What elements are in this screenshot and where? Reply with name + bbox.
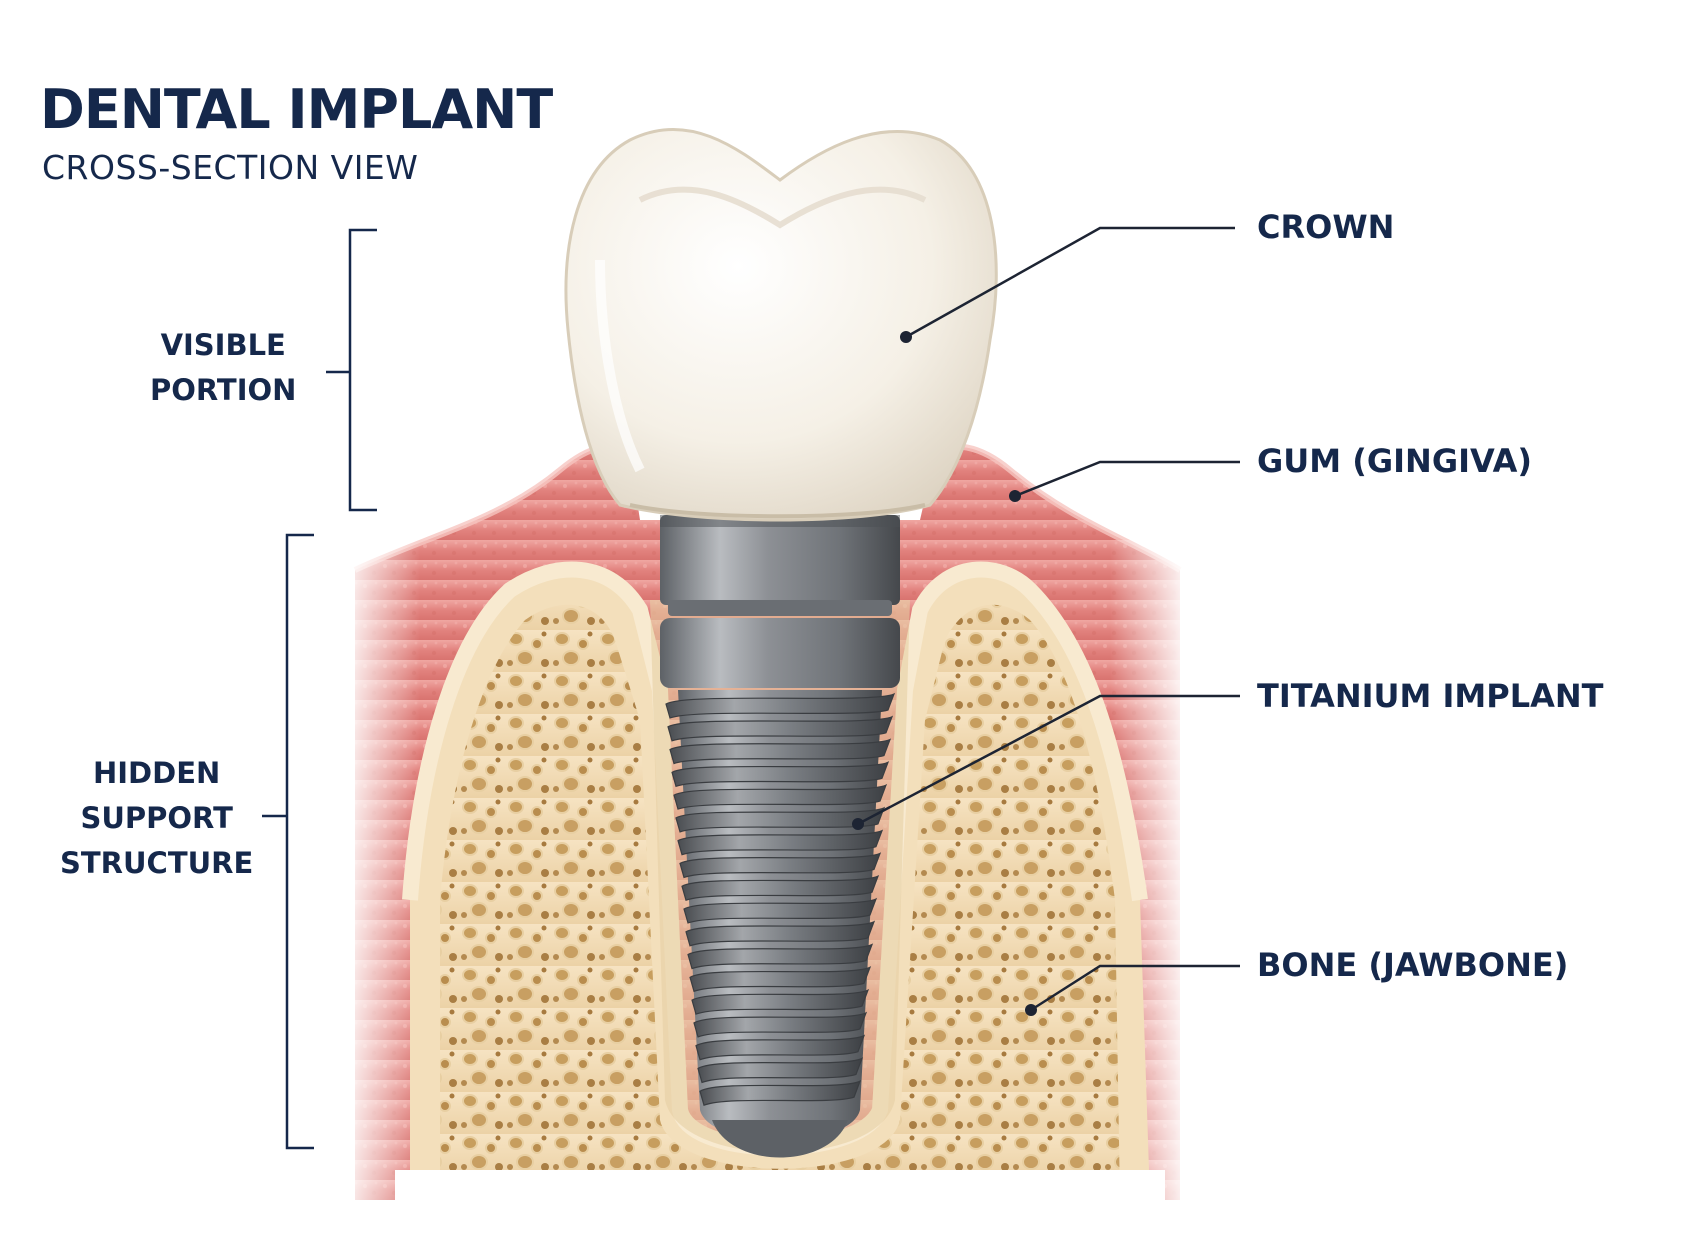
- screw-thread: [669, 738, 892, 765]
- screw-thread: [685, 920, 876, 947]
- abutment: [660, 515, 900, 688]
- visible-portion-bracket: [326, 228, 377, 512]
- bone-label: BONE (JAWBONE): [1257, 946, 1569, 984]
- screw-thread: [675, 806, 886, 833]
- screw-thread: [697, 1057, 864, 1084]
- screw-thread: [689, 966, 872, 993]
- page-subtitle: CROSS-SECTION VIEW: [42, 148, 419, 187]
- page-title: DENTAL IMPLANT: [40, 78, 553, 141]
- screw-tip: [712, 1120, 848, 1158]
- screw-thread: [683, 897, 878, 924]
- screw-thread: [699, 1080, 862, 1107]
- screw-thread: [667, 715, 894, 742]
- screw-thread: [695, 1034, 866, 1061]
- titanium-screw: [665, 690, 896, 1158]
- screw-thread: [665, 692, 896, 719]
- screw-thread: [677, 829, 884, 856]
- visible-portion-label: VISIBLE PORTION: [150, 323, 296, 413]
- screw-thread: [671, 761, 890, 788]
- hidden-support-label: HIDDEN SUPPORT STRUCTURE: [60, 751, 253, 886]
- hidden-support-line-1: HIDDEN: [93, 756, 221, 790]
- screw-thread: [673, 783, 888, 810]
- screw-thread: [693, 1011, 868, 1038]
- implant-label: TITANIUM IMPLANT: [1257, 677, 1604, 715]
- hidden-support-bracket: [262, 533, 314, 1150]
- crown-label: CROWN: [1257, 208, 1395, 246]
- visible-portion-line-1: VISIBLE: [160, 328, 286, 362]
- screw-thread: [687, 943, 874, 970]
- leader-lines: [857, 226, 1240, 1012]
- gum-label: GUM (GINGIVA): [1257, 442, 1532, 480]
- hidden-support-line-3: STRUCTURE: [60, 846, 254, 880]
- visible-portion-line-2: PORTION: [150, 373, 297, 407]
- leader-dots: [852, 331, 1037, 1016]
- screw-thread: [679, 852, 882, 879]
- screw-thread: [681, 875, 880, 902]
- jawbone: [395, 561, 1165, 1237]
- hidden-support-line-2: SUPPORT: [80, 801, 233, 835]
- screw-thread: [691, 988, 870, 1015]
- tooth-crown: [564, 128, 998, 522]
